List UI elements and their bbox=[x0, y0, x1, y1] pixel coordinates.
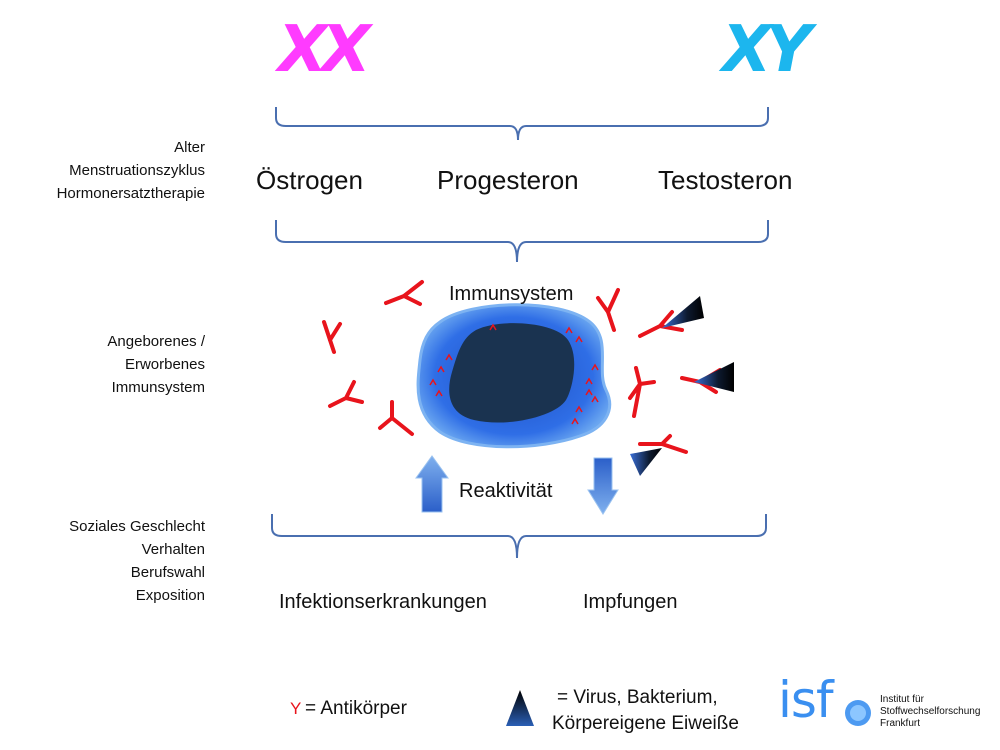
factor-exposure: Exposition bbox=[135, 587, 205, 604]
hormone-factors-labels: Alter Menstruationszyklus Hormonersatzth… bbox=[57, 136, 205, 205]
factor-hormone-therapy: Hormonersatztherapie bbox=[56, 185, 205, 202]
antibody bbox=[638, 434, 688, 454]
isf-logo-line1: Institut für bbox=[880, 694, 924, 705]
factor-behavior: Verhalten bbox=[141, 541, 205, 558]
legend-antibody-text: = Antikörper bbox=[305, 698, 407, 719]
outcome-vaccinations: Impfungen bbox=[583, 591, 678, 613]
arrow-down bbox=[587, 457, 619, 515]
immune-type-innate: Angeborenes / bbox=[107, 333, 205, 350]
hormone-progesterone: Progesteron bbox=[437, 165, 579, 195]
factor-social-gender: Soziales Geschlecht bbox=[69, 518, 205, 535]
hormone-estrogen: Östrogen bbox=[256, 165, 363, 195]
factor-career: Berufswahl bbox=[130, 564, 205, 581]
bracket-chromosomes bbox=[275, 107, 769, 141]
antibody bbox=[596, 288, 620, 332]
bracket-social bbox=[271, 514, 767, 559]
immune-system-label: Immunsystem bbox=[449, 283, 574, 305]
factor-menstrual-cycle: Menstruationszyklus bbox=[69, 162, 205, 179]
pathogen-triangle bbox=[662, 296, 704, 328]
legend-pathogen-text-2: Körpereigene Eiweiße bbox=[552, 713, 739, 734]
immune-type-labels: Angeborenes / Erworbenes Immunsystem bbox=[107, 330, 205, 399]
legend-antibody-icon: Y bbox=[290, 699, 302, 718]
antibody bbox=[328, 380, 364, 408]
legend-pathogen-text-1: = Virus, Bakterium, bbox=[557, 687, 718, 708]
bracket-hormones bbox=[275, 220, 769, 263]
xx-chromosomes: XX bbox=[278, 13, 371, 87]
isf-logo-line2: Stoffwechselforschung bbox=[880, 706, 981, 717]
antibody bbox=[384, 280, 424, 306]
isf-logo-line3: Frankfurt bbox=[880, 718, 921, 729]
legend-pathogen-icon bbox=[506, 690, 534, 726]
immune-type-acquired: Erworbenes bbox=[124, 356, 205, 373]
immune-type-system: Immunsystem bbox=[111, 379, 205, 396]
cell-receptors bbox=[429, 323, 599, 425]
pathogen-triangle bbox=[630, 448, 662, 476]
pathogens bbox=[630, 296, 734, 476]
arrow-up bbox=[415, 455, 449, 513]
xy-chromosomes: XY bbox=[722, 13, 812, 87]
factor-age: Alter bbox=[174, 139, 205, 156]
reactivity-label: Reaktivität bbox=[459, 480, 553, 502]
isf-logo: isf bbox=[778, 671, 834, 729]
hormone-testosterone: Testosteron bbox=[658, 165, 793, 195]
immune-cell-nucleus bbox=[449, 323, 575, 423]
antibody bbox=[628, 366, 656, 418]
antibody bbox=[378, 400, 414, 436]
outcome-infections: Infektionserkrankungen bbox=[279, 591, 487, 613]
antibody bbox=[322, 320, 342, 354]
social-factors-labels: Soziales Geschlecht Verhalten Berufswahl… bbox=[69, 515, 205, 607]
pathogen-triangle bbox=[694, 362, 734, 392]
antibodies bbox=[322, 280, 722, 454]
